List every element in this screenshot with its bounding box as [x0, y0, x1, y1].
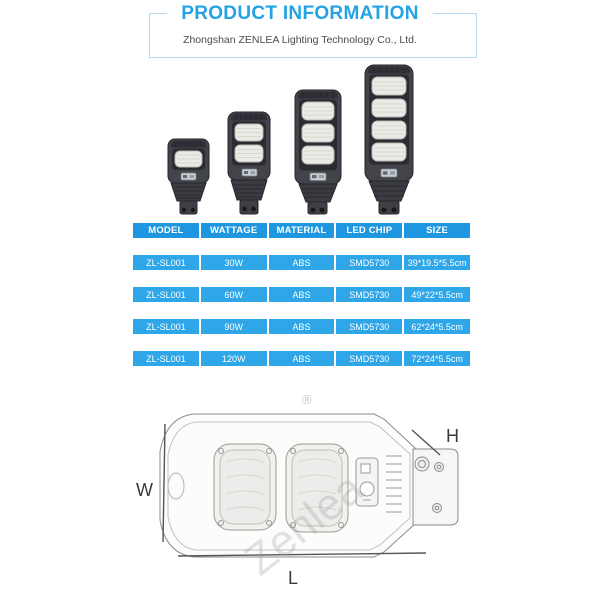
- table-row: ZL-SL001 90W ABS SMD5730 62*24*5.5cm: [133, 319, 470, 334]
- cell-model: ZL-SL001: [133, 287, 201, 302]
- cell-model: ZL-SL001: [133, 351, 201, 366]
- cell-size: 39*19.5*5.5cm: [407, 257, 467, 268]
- cell-led-chip: SMD5730: [336, 287, 405, 302]
- cell-size: 49*22*5.5cm: [411, 289, 463, 300]
- cell-led-chip: SMD5730: [336, 351, 405, 366]
- cell-size: 62*24*5.5cm: [411, 321, 463, 332]
- sensor-box-drawing: [355, 457, 379, 507]
- col-header-material: MATERIAL: [269, 223, 337, 238]
- cell-model: ZL-SL001: [133, 319, 201, 334]
- cell-size: 72*24*5.5cm: [411, 353, 463, 364]
- width-dimension-label: W: [136, 480, 153, 500]
- street-light-90w-image: [294, 89, 342, 215]
- length-dimension-label: L: [288, 568, 298, 588]
- cell-wattage: 30W: [201, 255, 269, 270]
- col-header-wattage: WATTAGE: [201, 223, 269, 238]
- page-title-wrap: PRODUCT INFORMATION: [0, 3, 600, 25]
- cell-wattage: 120W: [201, 351, 269, 366]
- spec-table-header-row: MODEL WATTAGE MATERIAL LED CHIP SIZE: [133, 223, 470, 238]
- height-dimension-label: H: [446, 426, 459, 446]
- street-light-30w-image: [167, 138, 210, 215]
- cell-led-chip: SMD5730: [336, 319, 405, 334]
- cell-material: ABS: [269, 319, 337, 334]
- street-light-60w-image: [227, 111, 271, 215]
- registered-mark-watermark: ®: [302, 392, 312, 407]
- page-title: PRODUCT INFORMATION: [167, 3, 433, 25]
- spec-table: MODEL WATTAGE MATERIAL LED CHIP SIZE ZL-…: [133, 223, 470, 366]
- cell-material: ABS: [269, 287, 337, 302]
- mounting-bolts: [414, 456, 444, 513]
- cell-wattage: 90W: [201, 319, 269, 334]
- company-name: Zhongshan ZENLEA Lighting Technology Co.…: [183, 34, 417, 46]
- table-row: ZL-SL001 60W ABS SMD5730 49*22*5.5cm: [133, 287, 470, 302]
- cell-wattage: 60W: [201, 287, 269, 302]
- street-light-120w-image: [364, 64, 414, 215]
- cell-material: ABS: [269, 255, 337, 270]
- cell-material: ABS: [269, 351, 337, 366]
- vent-ridges: [386, 455, 402, 513]
- cell-led-chip: SMD5730: [336, 255, 405, 270]
- col-header-led-chip: LED CHIP: [336, 223, 405, 238]
- col-header-size: SIZE: [426, 225, 449, 236]
- table-row: ZL-SL001 30W ABS SMD5730 39*19.5*5.5cm: [133, 255, 470, 270]
- table-row: ZL-SL001 120W ABS SMD5730 72*24*5.5cm: [133, 351, 470, 366]
- col-header-model: MODEL: [133, 223, 201, 238]
- led-panel-drawing: [213, 443, 349, 533]
- dimension-diagram: ®: [136, 392, 459, 588]
- dimension-lines: [162, 423, 441, 557]
- cell-model: ZL-SL001: [133, 255, 201, 270]
